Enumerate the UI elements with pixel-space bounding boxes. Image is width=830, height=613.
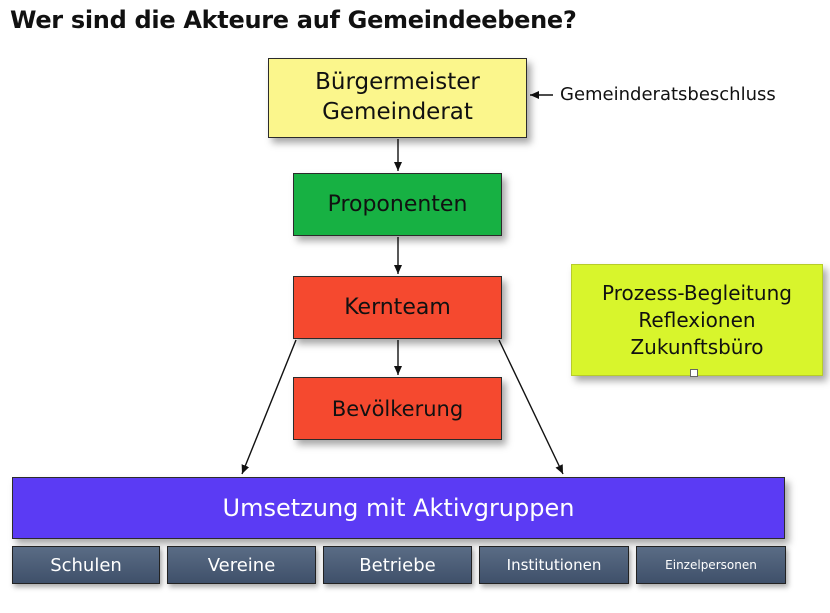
annotation-gemeinderatsbeschluss: Gemeinderatsbeschluss <box>560 84 776 105</box>
node-prozess-begleitung[interactable]: Prozess-Begleitung Reflexionen Zukunftsb… <box>571 264 823 376</box>
node-kernteam: Kernteam <box>293 276 502 339</box>
group-schulen: Schulen <box>12 546 160 584</box>
arrow-kernteam-to-umsetzung-left <box>241 339 297 475</box>
node-label: Bevölkerung <box>331 396 464 421</box>
group-einzelpersonen: Einzelpersonen <box>636 546 786 584</box>
node-label-line: Reflexionen <box>638 307 756 332</box>
group-label: Schulen <box>50 554 122 576</box>
node-label-line: Zukunftsbüro <box>630 334 764 359</box>
group-vereine: Vereine <box>167 546 316 584</box>
node-buergermeister-gemeinderat: Bürgermeister Gemeinderat <box>268 58 527 138</box>
group-label: Institutionen <box>506 556 602 574</box>
group-label: Einzelpersonen <box>665 558 757 572</box>
resize-handle[interactable] <box>690 369 698 377</box>
group-institutionen: Institutionen <box>479 546 629 584</box>
node-label-line: Bürgermeister <box>315 69 480 96</box>
node-label: Kernteam <box>344 295 451 320</box>
node-umsetzung-aktivgruppen: Umsetzung mit Aktivgruppen <box>12 477 785 539</box>
group-label: Vereine <box>207 554 276 576</box>
node-label-line: Prozess-Begleitung <box>602 280 792 305</box>
group-betriebe: Betriebe <box>323 546 472 584</box>
page-title: Wer sind die Akteure auf Gemeindeebene? <box>10 6 577 34</box>
node-label: Umsetzung mit Aktivgruppen <box>222 494 575 522</box>
node-bevoelkerung: Bevölkerung <box>293 377 502 440</box>
group-label: Betriebe <box>359 554 436 576</box>
node-label: Proponenten <box>327 192 468 217</box>
node-label-line: Gemeinderat <box>322 99 473 125</box>
node-proponenten: Proponenten <box>293 173 502 236</box>
arrow-kernteam-to-umsetzung-right <box>498 339 564 475</box>
